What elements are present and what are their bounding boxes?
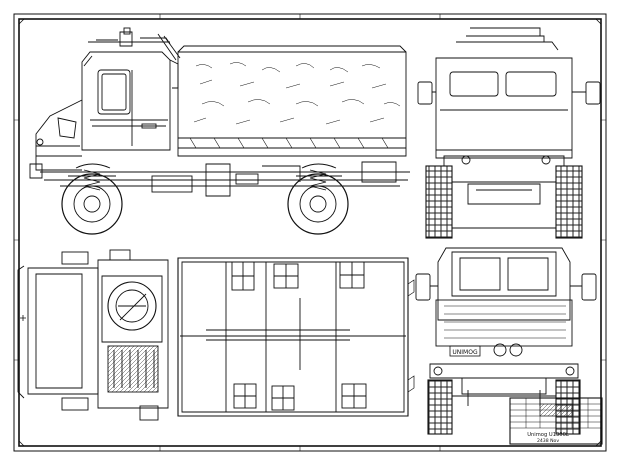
- mirror: [169, 59, 179, 89]
- top-view: [17, 249, 415, 421]
- register-mark: [20, 315, 26, 321]
- drawing-frame: [13, 13, 607, 452]
- title-block-sub: 2438 Nov: [537, 438, 559, 444]
- roof-weapon-mount: [88, 27, 181, 61]
- hood: [29, 99, 83, 179]
- grille-badge: UNIMOG: [452, 349, 478, 356]
- rear-left-tire: [425, 165, 453, 239]
- roof-hatch: [107, 281, 157, 331]
- rear-view: [417, 27, 601, 239]
- cargo-windows: [231, 261, 367, 411]
- cargo-tarp: [177, 45, 407, 157]
- rear-wheel: [287, 163, 349, 235]
- title-block-name: Unimog U1300L: [527, 432, 569, 438]
- title-block: Unimog U1300L 2438 Nov: [509, 397, 603, 445]
- front-wheel: [61, 163, 123, 235]
- rear-right-tire: [555, 165, 583, 239]
- suspension-springs: [83, 169, 327, 191]
- chassis: [40, 161, 410, 197]
- cab: [81, 51, 171, 151]
- side-view: [29, 27, 410, 235]
- front-left-tire: [427, 379, 453, 435]
